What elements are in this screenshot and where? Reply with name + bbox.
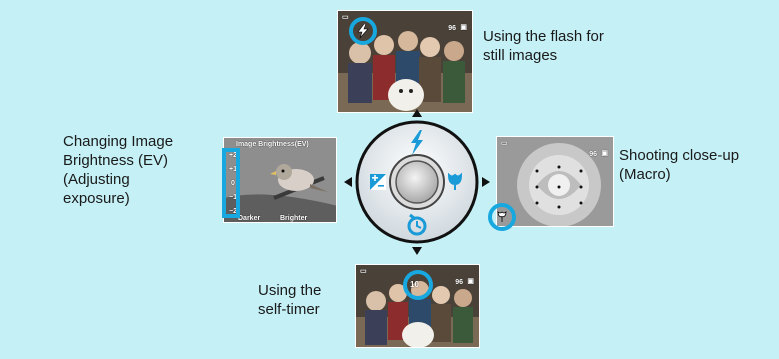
shot-count: 96 xyxy=(448,25,456,32)
group-photo-image xyxy=(338,11,472,112)
dial-arrow-right[interactable] xyxy=(481,176,491,188)
timer-value: 10 xyxy=(410,280,419,289)
ev-label: Changing Image Brightness (EV) (Adjustin… xyxy=(63,133,174,207)
memory-icon: ▣ xyxy=(467,278,474,285)
ev-scale-minus2: −2 xyxy=(229,208,237,215)
bird-image xyxy=(224,138,336,222)
shot-count: 96 xyxy=(589,151,597,158)
memory-icon: ▣ xyxy=(601,150,608,157)
dial-arrow-down[interactable] xyxy=(412,247,422,255)
exposure-icon[interactable] xyxy=(370,174,386,190)
ev-darker-label: Darker xyxy=(238,215,261,222)
dial-arrow-up[interactable] xyxy=(412,109,422,117)
ev-scale-plus2: +2 xyxy=(229,152,237,159)
flash-highlight-ring xyxy=(349,17,377,45)
ev-title: Image Brightness(EV) xyxy=(236,141,309,148)
ev-screen: Image Brightness(EV) +2 +1 0 −1 −2 Darke… xyxy=(223,137,337,223)
ev-scale-minus1: −1 xyxy=(229,194,237,201)
control-dial xyxy=(355,109,479,255)
battery-icon: ▭ xyxy=(360,268,367,275)
rose-image xyxy=(497,137,613,226)
dial-arrow-left[interactable] xyxy=(343,176,353,188)
memory-icon: ▣ xyxy=(460,24,467,31)
flash-icon[interactable] xyxy=(411,130,423,155)
ev-scale-highlight-box xyxy=(222,148,240,218)
ev-scale-zero: 0 xyxy=(231,180,235,187)
battery-icon: ▭ xyxy=(501,140,508,147)
macro-tulip-icon[interactable] xyxy=(447,172,463,190)
dial-center-button[interactable] xyxy=(395,160,439,204)
battery-icon: ▭ xyxy=(342,14,349,21)
macro-screen: ▭ 96 ▣ xyxy=(496,136,614,227)
macro-label: Shooting close-up (Macro) xyxy=(619,147,740,183)
flash-screen: ▭ 96 ▣ xyxy=(337,10,473,113)
flash-label: Using the flash for still images xyxy=(483,28,604,64)
timer-highlight-ring xyxy=(403,270,433,300)
macro-highlight-ring xyxy=(488,203,516,231)
shot-count: 96 xyxy=(455,279,463,286)
timer-label: Using the self-timer xyxy=(258,282,322,318)
flash-mode-icon xyxy=(357,24,369,38)
ev-brighter-label: Brighter xyxy=(280,215,308,222)
macro-mode-icon xyxy=(497,211,507,222)
ev-scale-plus1: +1 xyxy=(229,166,237,173)
self-timer-icon[interactable] xyxy=(407,213,427,236)
